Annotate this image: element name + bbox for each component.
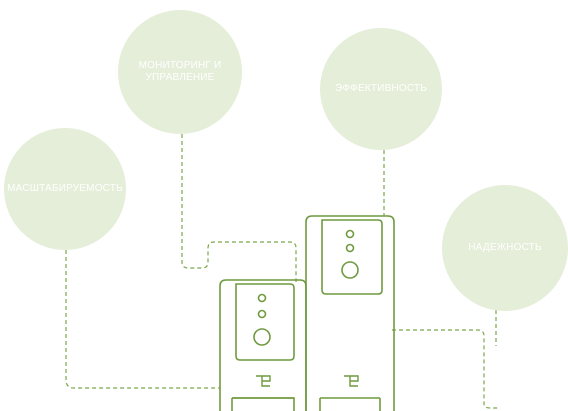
feature-label-efficiency: ЭФФЕКТИВНОСТЬ: [334, 83, 427, 94]
feature-label-scalability: МАСШТАБИРУЕМОСТЬ: [7, 183, 123, 194]
brand-logo-icon: [256, 375, 271, 387]
feature-circle-scalability: МАСШТАБИРУЕМОСТЬ: [4, 128, 126, 250]
ups-right: [305, 215, 395, 411]
feature-label-monitoring: МОНИТОРИНГ И УПРАВЛЕНИЕ: [138, 60, 222, 83]
feature-circle-monitoring: МОНИТОРИНГ И УПРАВЛЕНИЕ: [118, 10, 242, 134]
connector-scalability: [65, 250, 220, 389]
ups-left: [219, 279, 307, 411]
brand-logo-icon: [344, 375, 359, 387]
feature-circle-efficiency: ЭФФЕКТИВНОСТЬ: [320, 28, 442, 150]
feature-circle-reliability: НАДЕЖНОСТЬ: [442, 185, 568, 311]
connector-monitoring: [181, 134, 297, 282]
connector-reliability: [392, 329, 498, 409]
feature-label-reliability: НАДЕЖНОСТЬ: [468, 242, 542, 253]
